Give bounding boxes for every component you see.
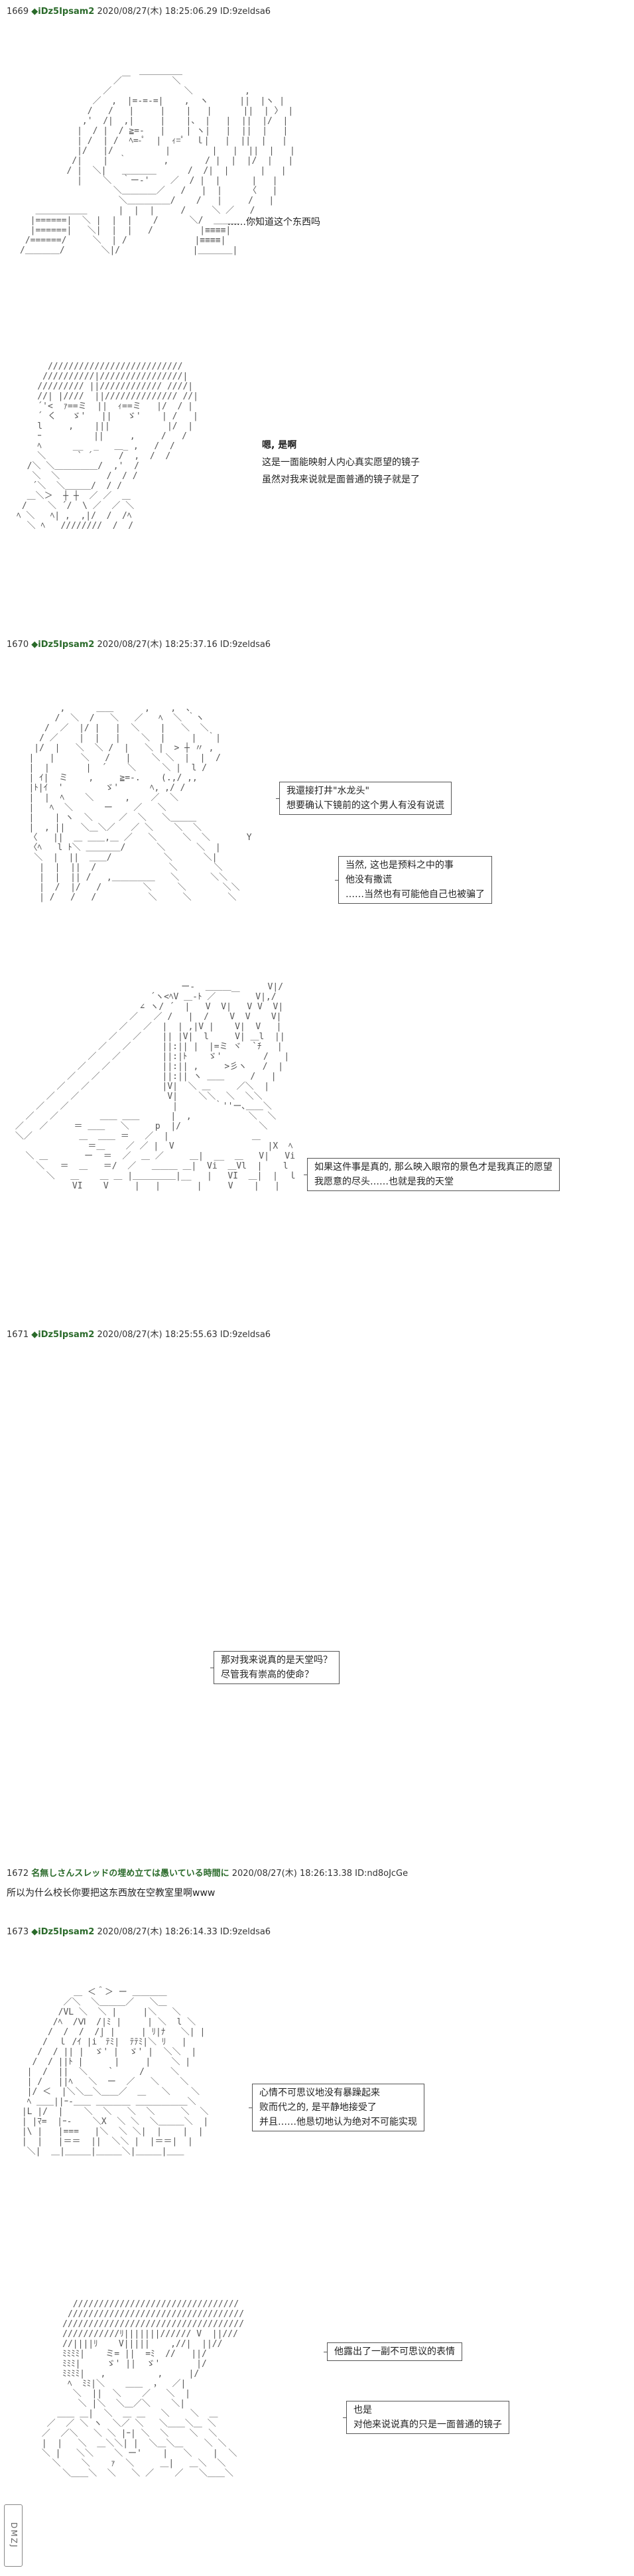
speech-box: 也是 对他来说说真的只是一面普通的镜子: [343, 2401, 509, 2434]
post-date: 2020/08/27(木) 18:26:14.33: [97, 1927, 218, 1937]
speech-text: 如果这件事是真的, 那么映入眼帘的景色才是我真正的愿望: [314, 1162, 552, 1173]
speech-block: 嗯, 是啊 这是一面能映射人内心真实愿望的镜子 虽然对我来说就是面普通的镜子就是…: [262, 437, 420, 488]
post-number: 1673: [7, 1927, 29, 1937]
post-header: 1672 名無しさんスレッドの埋め立ては愚いている時間に 2020/08/27(…: [7, 1866, 408, 1879]
ascii-art-figure: ＿ ＜＾＞ ー ＿＿＿＿ ／＼ ＼＿＿＿／ ＼＿ /VL ＼ ＼ | |＼ ＼ …: [21, 1987, 209, 2157]
post-date: 2020/08/27(木) 18:25:55.63: [97, 1330, 218, 1340]
speech-text: ……当然也有可能他自己也被骗了: [346, 889, 485, 900]
post-number: 1671: [7, 1330, 29, 1340]
post-number: 1670: [7, 640, 29, 650]
speech-text: 并且……他恳切地认为绝对不可能实现: [259, 2117, 417, 2127]
post-number: 1672: [7, 1869, 29, 1879]
post-number: 1669: [7, 7, 29, 17]
post-date: 2020/08/27(木) 18:25:06.29: [97, 7, 218, 17]
post-body-text: 所以为什么校长你要把这东西放在空教室里啊www: [7, 1888, 216, 1898]
ascii-art-figure: , ＿＿ , , 、 / ＼ / ＼ ／ ﾍ ＼ ｀ヽ / ／ |/ | | ＼…: [29, 703, 252, 902]
post-id: ID:nd8oJcGe: [355, 1869, 409, 1879]
speech-text: 他露出了一副不可思议的表情: [334, 2346, 455, 2357]
ascii-art-figure: ＿＿＿＿＿ ／￣ ＼ ／ ＼ , ／ , |=-=-=| , ヽ || |ヽ |…: [20, 66, 295, 255]
ascii-art-figure: ////////////////////////// //////////|//…: [17, 362, 198, 531]
post-id: ID:9zeldsa6: [220, 1927, 271, 1937]
post-date: 2020/08/27(木) 18:26:13.38: [231, 1869, 352, 1879]
poster-name: 名無しさんスレッドの埋め立ては愚いている時間に: [31, 1869, 229, 1879]
speech-box: 那对我来说真的是天堂吗？ 尽管我有崇高的使命？: [210, 1651, 340, 1684]
speech-text: 嗯, 是啊: [262, 440, 297, 451]
ascii-art-figure: ー- ＿＿＿ V|/ ´ヽ<ﾍV ＿-ﾄ ／ ￣ V|,/ ∠ ヽ/ ´ | V…: [15, 982, 297, 1191]
speech-box: 他露出了一副不可思议的表情: [324, 2342, 462, 2361]
post-date: 2020/08/27(木) 18:25:37.16: [97, 640, 218, 650]
speech-text: 尽管我有崇高的使命？: [221, 1670, 314, 1680]
speech-box: 如果这件事是真的, 那么映入眼帘的景色才是我真正的愿望 我愿意的尽头……也就是我…: [304, 1158, 560, 1191]
site-watermark: DMZJ: [4, 2504, 23, 2567]
post-id: ID:9zeldsa6: [220, 7, 271, 17]
speech-text: 也是: [353, 2405, 372, 2415]
speech-text: 虽然对我来说就是面普通的镜子就是了: [262, 474, 420, 485]
post-header: 1671 ◆iDz5Ipsam2 2020/08/27(木) 18:25:55.…: [7, 1327, 271, 1340]
speech-text: 这是一面能映射人内心真实愿望的镜子: [262, 457, 420, 468]
poster-name: ◆iDz5Ipsam2: [31, 1330, 95, 1340]
ascii-art-figure: //////////////////////////////// ///////…: [41, 2299, 245, 2478]
speech-text: ……你知道这个东西吗: [227, 217, 320, 228]
speech-box: 当然, 这也是预料之中的事 他没有撒谎 ……当然也有可能他自己也被骗了: [335, 856, 492, 904]
poster-name: ◆iDz5Ipsam2: [31, 640, 95, 650]
post-header: 1673 ◆iDz5Ipsam2 2020/08/27(木) 18:26:14.…: [7, 1924, 271, 1937]
post-id: ID:9zeldsa6: [220, 640, 271, 650]
post-header: 1670 ◆iDz5Ipsam2 2020/08/27(木) 18:25:37.…: [7, 637, 271, 650]
speech-text: 想要确认下镜前的这个男人有没有说谎: [286, 800, 444, 811]
speech-text: 败而代之的, 是平静地接受了: [259, 2102, 377, 2113]
speech-line: ……你知道这个东西吗: [227, 214, 320, 231]
speech-text: 他没有撒谎: [346, 875, 392, 885]
speech-text: 我愿意的尽头……也就是我的天堂: [314, 1177, 454, 1187]
speech-box: 我還接打井"水龙头" 想要确认下镜前的这个男人有没有说谎: [276, 782, 452, 815]
poster-name: ◆iDz5Ipsam2: [31, 1927, 95, 1937]
post-id: ID:9zeldsa6: [220, 1330, 271, 1340]
speech-text: 那对我来说真的是天堂吗？: [221, 1655, 332, 1666]
post-header: 1669 ◆iDz5Ipsam2 2020/08/27(木) 18:25:06.…: [7, 4, 271, 17]
poster-name: ◆iDz5Ipsam2: [31, 7, 95, 17]
speech-box: 心情不可思议地没有暴躁起来 败而代之的, 是平静地接受了 并且……他恳切地认为绝…: [249, 2084, 424, 2131]
speech-text: 心情不可思议地没有暴躁起来: [259, 2088, 380, 2098]
speech-text: 当然, 这也是预料之中的事: [346, 860, 454, 871]
speech-text: 我還接打井"水龙头": [286, 786, 369, 796]
speech-text: 对他来说说真的只是一面普通的镜子: [353, 2419, 502, 2430]
